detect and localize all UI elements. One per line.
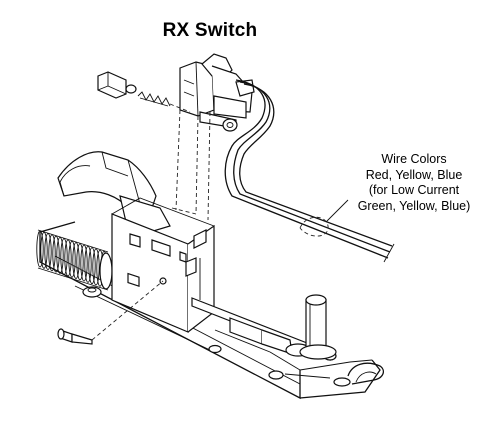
clip-pin — [347, 362, 385, 385]
wire-colors-callout: Wire Colors Red, Yellow, Blue (for Low C… — [336, 152, 492, 214]
coil-turn — [68, 240, 76, 278]
coil-turn — [52, 235, 60, 273]
coil-turn — [36, 230, 44, 268]
callout-line-4: Green, Yellow, Blue) — [357, 198, 471, 213]
coil-turn — [60, 238, 68, 276]
coil-turn — [40, 231, 48, 269]
coil-turn — [76, 243, 84, 281]
coil-turn — [56, 236, 64, 274]
diagram-title: RX Switch — [162, 20, 258, 41]
coil-turn — [80, 244, 88, 282]
wire-harness — [224, 79, 395, 263]
coil-turn — [44, 233, 52, 271]
coil-turn — [48, 234, 56, 272]
callout-line-2: Red, Yellow, Blue — [365, 167, 463, 182]
coil-turn — [84, 245, 92, 283]
callout-line-1: Wire Colors — [381, 152, 447, 166]
coil-turn — [64, 239, 72, 277]
callout-leader-line — [325, 199, 349, 223]
vertical-post — [299, 294, 337, 360]
rx-switch-body — [179, 53, 255, 132]
coil-turn — [88, 247, 96, 285]
switch-plunger-pin — [97, 71, 137, 99]
callout-line-3: (for Low Current — [368, 183, 460, 197]
coil-spring — [36, 229, 113, 291]
switch-return-spring — [137, 91, 171, 107]
mounting-screw — [57, 328, 93, 345]
coil-turn — [92, 248, 100, 286]
coil-turn — [72, 242, 80, 279]
assembly-guide-lines — [91, 103, 211, 341]
